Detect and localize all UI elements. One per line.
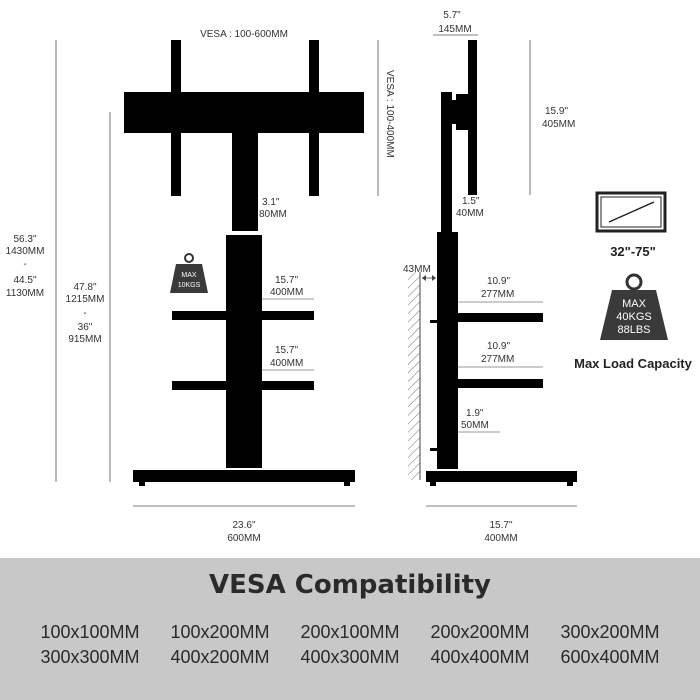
side-column-main bbox=[437, 232, 458, 469]
height-max-mm: 1430MM bbox=[6, 246, 45, 257]
column-upper bbox=[232, 133, 258, 231]
tray-height-max-inch: 47.8" bbox=[73, 282, 96, 293]
side-column-upper bbox=[441, 92, 452, 232]
height-min-mm: 1130MM bbox=[6, 288, 44, 299]
wall bbox=[408, 272, 420, 480]
max-load-label: Max Load Capacity bbox=[574, 356, 692, 371]
tray-gap-inch: 1.9" bbox=[466, 408, 484, 419]
side-tray-lower bbox=[458, 379, 543, 388]
side-tray2-mm: 277MM bbox=[481, 354, 514, 365]
bracket-side bbox=[456, 94, 468, 130]
tag-weight: 10KGS bbox=[178, 282, 201, 289]
vesa-size-item: 100x200MM bbox=[170, 622, 270, 642]
height-max-inch: 56.3" bbox=[13, 234, 36, 245]
tray1-mm: 400MM bbox=[270, 287, 303, 298]
max-load-kgs: 40KGS bbox=[616, 311, 651, 323]
front-tray-upper bbox=[172, 311, 314, 320]
vesa-size-item: 100x100MM bbox=[40, 622, 140, 642]
tray-height-sep: - bbox=[83, 308, 86, 319]
offset-mm: 40MM bbox=[456, 208, 484, 219]
base-mm: 400MM bbox=[484, 533, 517, 544]
height-sep: - bbox=[23, 259, 26, 270]
gap-mm: 80MM bbox=[259, 209, 287, 220]
width-mm: 600MM bbox=[227, 533, 260, 544]
width-inch: 23.6" bbox=[232, 520, 255, 531]
vesa-side-label: VESA : 100-400MM bbox=[384, 70, 395, 158]
tray2-inch: 15.7" bbox=[275, 345, 298, 356]
vesa-size-item: 400x400MM bbox=[430, 647, 530, 667]
depth-inch: 5.7" bbox=[443, 10, 461, 21]
tv-panel-side bbox=[468, 40, 477, 195]
vesa-size-item: 200x100MM bbox=[300, 622, 400, 642]
max-load-max: MAX bbox=[622, 298, 647, 310]
tray-gap-mm: 50MM bbox=[461, 420, 489, 431]
vesa-title: VESA Compatibility bbox=[208, 570, 492, 600]
tray-height-min-inch: 36" bbox=[78, 322, 93, 333]
wall-gap: 43MM bbox=[403, 264, 431, 275]
vesa-size-item: 400x300MM bbox=[300, 647, 400, 667]
screen-size-range: 32"-75" bbox=[610, 244, 656, 259]
tray-height-min-mm: 915MM bbox=[68, 334, 101, 345]
bracket-h-inch: 15.9" bbox=[545, 106, 568, 117]
side-tray2-inch: 10.9" bbox=[487, 341, 510, 352]
mount-horizontal-bar bbox=[124, 92, 364, 133]
base-inch: 15.7" bbox=[489, 520, 512, 531]
vesa-size-item: 300x300MM bbox=[40, 647, 140, 667]
gap-inch: 3.1" bbox=[262, 197, 280, 208]
front-base bbox=[133, 470, 355, 482]
depth-mm: 145MM bbox=[438, 24, 471, 35]
vesa-size-item: 200x200MM bbox=[430, 622, 530, 642]
max-load-weight-icon: MAX 40KGS 88LBS bbox=[600, 273, 668, 340]
max-load-lbs: 88LBS bbox=[617, 324, 650, 336]
column-main bbox=[226, 235, 262, 468]
bracket-h-mm: 405MM bbox=[542, 119, 575, 130]
side-tray1-mm: 277MM bbox=[481, 289, 514, 300]
tag-max: MAX bbox=[181, 272, 197, 279]
vesa-compatibility-panel: VESA Compatibility 100x100MM 100x200MM 200… bbox=[0, 558, 700, 700]
diagram-canvas: VESA : 100-600MM VESA : 100-400MM 3.1" 8… bbox=[2, 10, 668, 544]
tray-height-max-mm: 1215MM bbox=[66, 294, 105, 305]
vesa-size-item: 300x200MM bbox=[560, 622, 660, 642]
mount-arm-right bbox=[309, 40, 319, 196]
tray2-mm: 400MM bbox=[270, 358, 303, 369]
offset-inch: 1.5" bbox=[462, 196, 480, 207]
mount-arm-left bbox=[171, 40, 181, 196]
vesa-size-item: 400x200MM bbox=[170, 647, 270, 667]
front-tray-lower bbox=[172, 381, 314, 390]
side-view: 5.7" 145MM 15.9" 405MM 1.5" 40MM 43MM 10… bbox=[403, 10, 577, 544]
vesa-top-label: VESA : 100-600MM bbox=[200, 29, 288, 40]
side-base bbox=[426, 471, 577, 482]
vesa-size-item: 600x400MM bbox=[560, 647, 660, 667]
tray1-inch: 15.7" bbox=[275, 275, 298, 286]
side-tray1-inch: 10.9" bbox=[487, 276, 510, 287]
side-tray-upper bbox=[458, 313, 543, 322]
tray-weight-tag: MAX 10KGS bbox=[170, 253, 208, 293]
front-view: VESA : 100-600MM VESA : 100-400MM 3.1" 8… bbox=[2, 29, 395, 544]
vesa-size-grid: 100x100MM 100x200MM 200x100MM 200x200MM 300x… bbox=[0, 622, 700, 668]
specs-panel: MAX 40KGS 88LBS bbox=[595, 191, 668, 340]
height-min-inch: 44.5" bbox=[13, 275, 36, 286]
